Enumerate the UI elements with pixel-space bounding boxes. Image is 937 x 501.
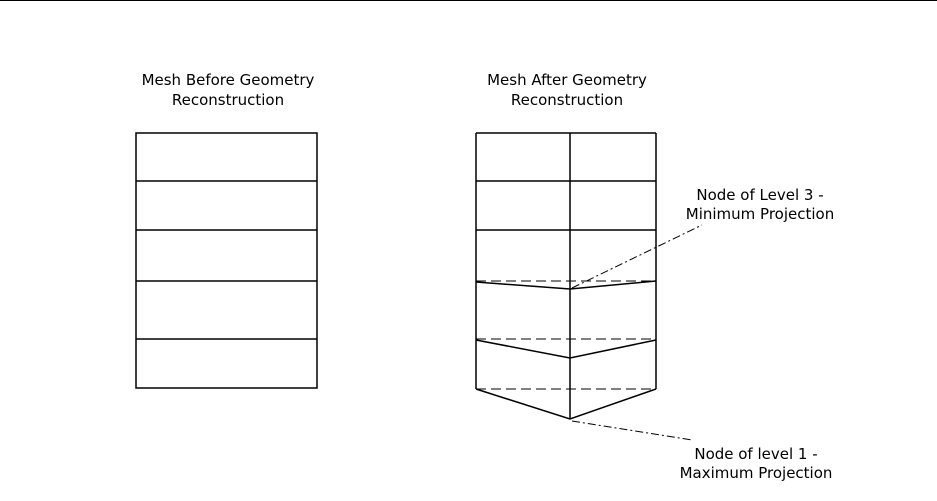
leader-lines (571, 224, 703, 441)
level3-label-line1: Node of Level 3 - (696, 186, 823, 204)
mesh-after (475, 132, 657, 420)
right-title-line2: Reconstruction (511, 91, 623, 109)
left-title-line2: Reconstruction (172, 91, 284, 109)
mesh-before-outline (135, 132, 318, 389)
level3-label-line2: Minimum Projection (686, 205, 834, 223)
level1-label-line2: Maximum Projection (680, 464, 833, 482)
mesh-after-projected-row-level2 (475, 339, 657, 359)
left-title-line1: Mesh Before Geometry (142, 71, 315, 89)
leader-line-level1 (571, 420, 693, 441)
original-row-guides (476, 280, 656, 390)
leader-line-level3 (571, 224, 703, 289)
mesh-after-projected-row-level3 (475, 280, 657, 290)
mesh-after-projected-row-level1 (475, 388, 657, 420)
mesh-before (135, 132, 318, 389)
level1-label-line1: Node of level 1 - (694, 445, 817, 463)
right-title-line1: Mesh After Geometry (487, 71, 647, 89)
